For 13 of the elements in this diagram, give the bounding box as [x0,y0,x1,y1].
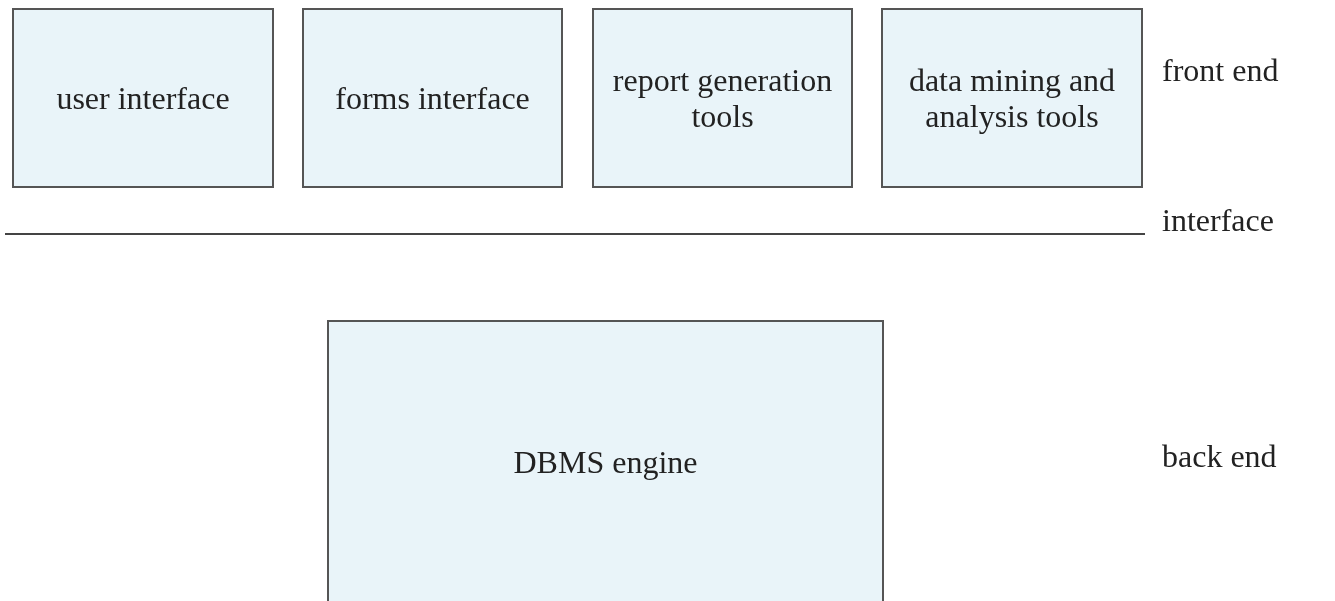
box-label: DBMS engine [513,443,698,480]
layer-label: back end [1162,437,1277,476]
box-label: forms interface [335,80,530,116]
component-box [12,8,274,188]
component-box [592,8,853,188]
box-label: user interface [56,80,230,116]
component-box [327,320,884,601]
layer-label: front end [1162,51,1279,90]
box-label: report generation tools [611,62,834,134]
component-box [881,8,1143,188]
component-box [302,8,563,188]
layer-label: interface [1162,201,1274,240]
box-label: data mining and analysis tools [907,62,1117,134]
